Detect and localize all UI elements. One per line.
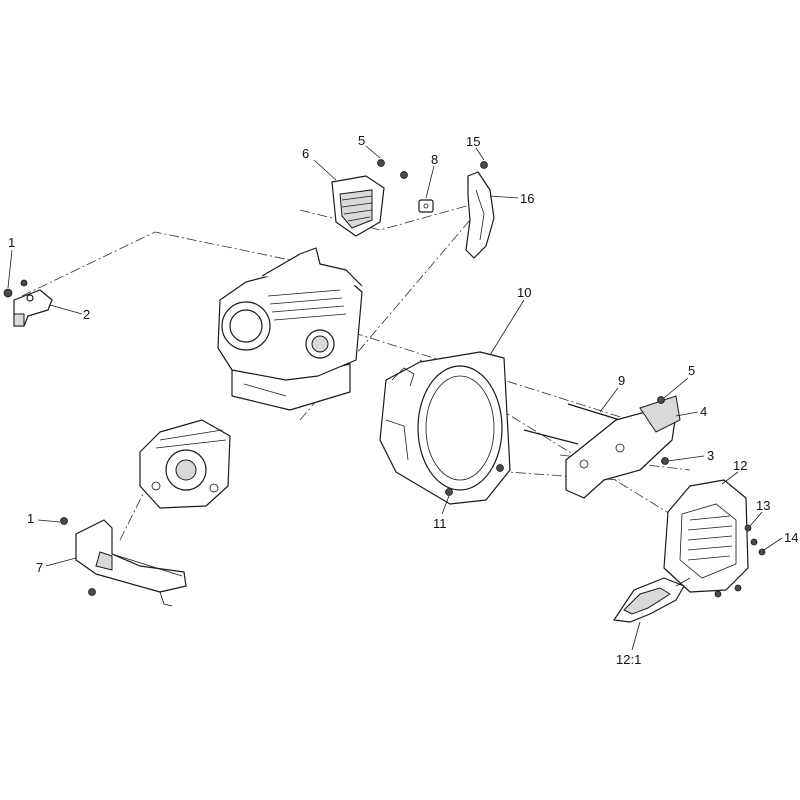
callout-6: 6	[302, 146, 309, 161]
engine-block	[217, 247, 363, 411]
leader-lines	[7, 145, 783, 651]
callout-2: 2	[83, 307, 90, 322]
callout-1-bottom: 1	[27, 511, 34, 526]
callout-12-1: 12:1	[616, 652, 641, 667]
part-5-bolts-shield	[377, 159, 408, 179]
callout-9: 9	[618, 373, 625, 388]
part-10-fan-shroud	[379, 351, 511, 505]
callout-7: 7	[36, 560, 43, 575]
callout-8: 8	[431, 152, 438, 167]
part-4-bracket-plate	[565, 395, 681, 499]
callout-13: 13	[756, 498, 770, 513]
callout-16: 16	[520, 191, 534, 206]
callout-15: 15	[466, 134, 480, 149]
callout-14: 14	[784, 530, 798, 545]
part-2-bracket	[13, 289, 53, 327]
callout-5-right: 5	[688, 363, 695, 378]
part-12-recoil-starter	[663, 479, 766, 598]
part-12-1-starter-handle	[613, 577, 691, 623]
callout-labels: 1 2 5 6 8 15 16 10 9 5 4 3 12 13 14 11 1…	[8, 133, 798, 667]
callout-11: 11	[433, 516, 447, 531]
part-8-clip	[418, 199, 434, 213]
part-6-shield	[331, 175, 385, 237]
callout-1-top: 1	[8, 235, 15, 250]
callout-10: 10	[517, 285, 531, 300]
callout-4: 4	[700, 404, 707, 419]
part-9-long-bolts	[523, 403, 621, 445]
callout-12: 12	[733, 458, 747, 473]
part-16-baffle	[465, 161, 495, 259]
callout-3: 3	[707, 448, 714, 463]
callout-5-top: 5	[358, 133, 365, 148]
part-7-cover	[60, 517, 187, 607]
cylinder-head	[139, 419, 231, 509]
part-1-bolt-top	[3, 279, 28, 298]
